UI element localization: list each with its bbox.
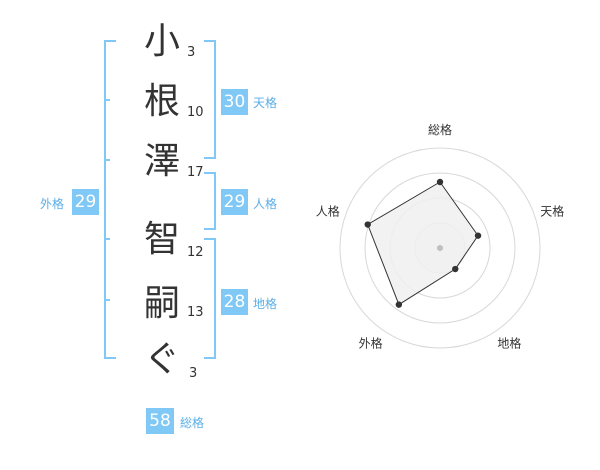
radar-point-2: [474, 232, 482, 239]
radar-points: [364, 178, 482, 308]
radar-axis-label-1: 総格: [428, 122, 452, 137]
chikaku-label: 地格: [253, 297, 278, 311]
soukaku-label: 総格: [180, 416, 205, 430]
name-char-3: 澤: [143, 141, 180, 182]
name-char-4: 智: [143, 219, 180, 260]
radar-point-5: [364, 221, 371, 228]
radar-ring-3: [364, 172, 516, 324]
radar-axis-label-5: 人格: [316, 204, 340, 219]
gaikaku-value-box: 29: [72, 189, 99, 215]
name-char-6: ぐ: [143, 339, 180, 380]
radar-polygon: [367, 181, 479, 306]
name-char-1: 小: [143, 21, 180, 62]
radar-axis-label-2: 天格: [540, 204, 564, 219]
jinkaku-label: 人格: [253, 197, 278, 211]
chikaku-value-box: 28: [221, 289, 248, 315]
gaikaku-label: 外格: [40, 197, 65, 211]
stroke-count-2: 10: [187, 105, 204, 120]
tenkaku-label: 天格: [253, 96, 278, 110]
radar-axis-label-3: 地格: [497, 335, 521, 350]
radar-axis-label-4: 外格: [359, 335, 383, 350]
stroke-count-6: 3: [189, 366, 198, 381]
name-char-2: 根: [143, 81, 180, 122]
radar-point-3: [452, 265, 459, 273]
stroke-count-5: 13: [187, 305, 204, 320]
radar-point-1: [436, 178, 444, 186]
jinkaku-value-box: 29: [221, 189, 248, 215]
tenkaku-value-box: 30: [221, 89, 248, 115]
radar-ring-4: [339, 147, 541, 349]
radar-center-dot: [437, 245, 443, 251]
stroke-count-4: 12: [187, 245, 204, 260]
soukaku-value-box: 58: [146, 408, 174, 434]
stroke-count-3: 17: [187, 165, 204, 180]
name-char-5: 嗣: [143, 283, 180, 324]
radar-point-4: [395, 301, 403, 308]
stroke-count-1: 3: [187, 45, 196, 60]
